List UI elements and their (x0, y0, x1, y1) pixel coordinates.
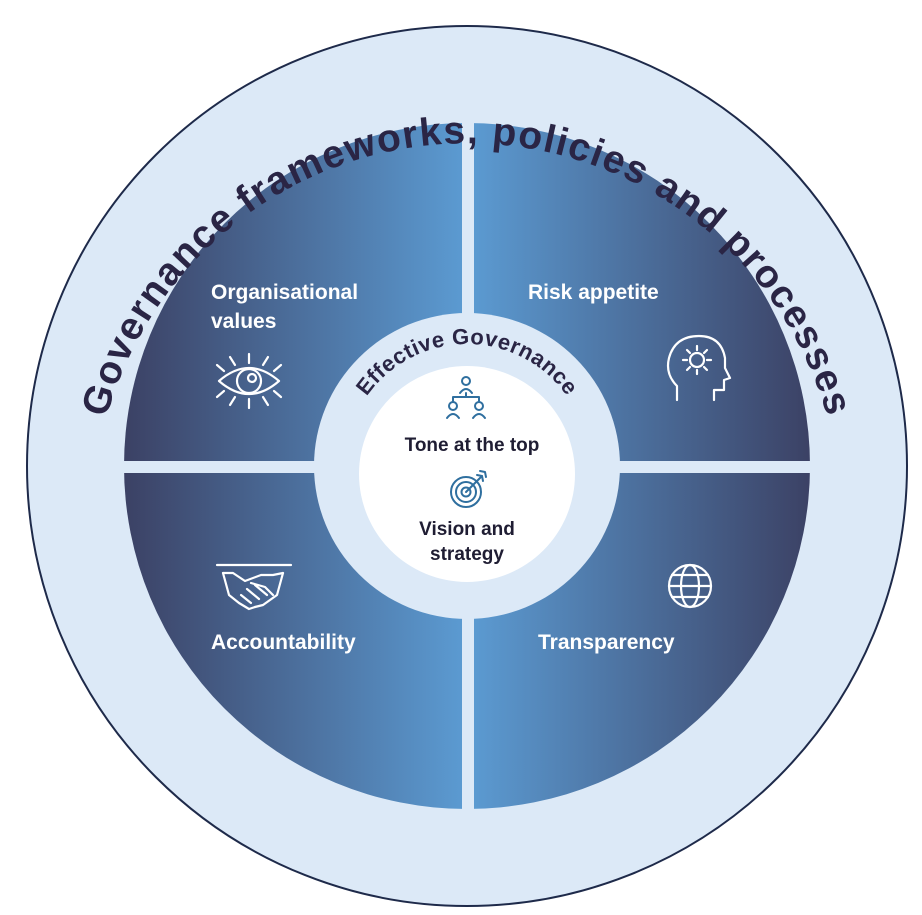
quadrant-top-right-label: Risk appetite (528, 281, 659, 304)
center-core (359, 366, 575, 582)
head-gear-icon (666, 334, 732, 402)
quadrant-top-left-label-line2: values (211, 310, 276, 333)
target-icon (450, 470, 487, 508)
people-hierarchy-icon (446, 376, 486, 419)
center-item-tone-label: Tone at the top (405, 435, 540, 456)
quadrant-bottom-right-label: Transparency (538, 631, 675, 654)
center-item-vision-label-line1: Vision and (419, 519, 515, 540)
quadrant-top-left-label-line1: Organisational (211, 281, 358, 304)
eye-icon (215, 352, 283, 410)
quadrant-bottom-left-label: Accountability (211, 631, 356, 654)
handshake-icon (215, 563, 293, 611)
center-item-vision-label-line2: strategy (430, 544, 504, 565)
globe-icon (667, 563, 713, 609)
